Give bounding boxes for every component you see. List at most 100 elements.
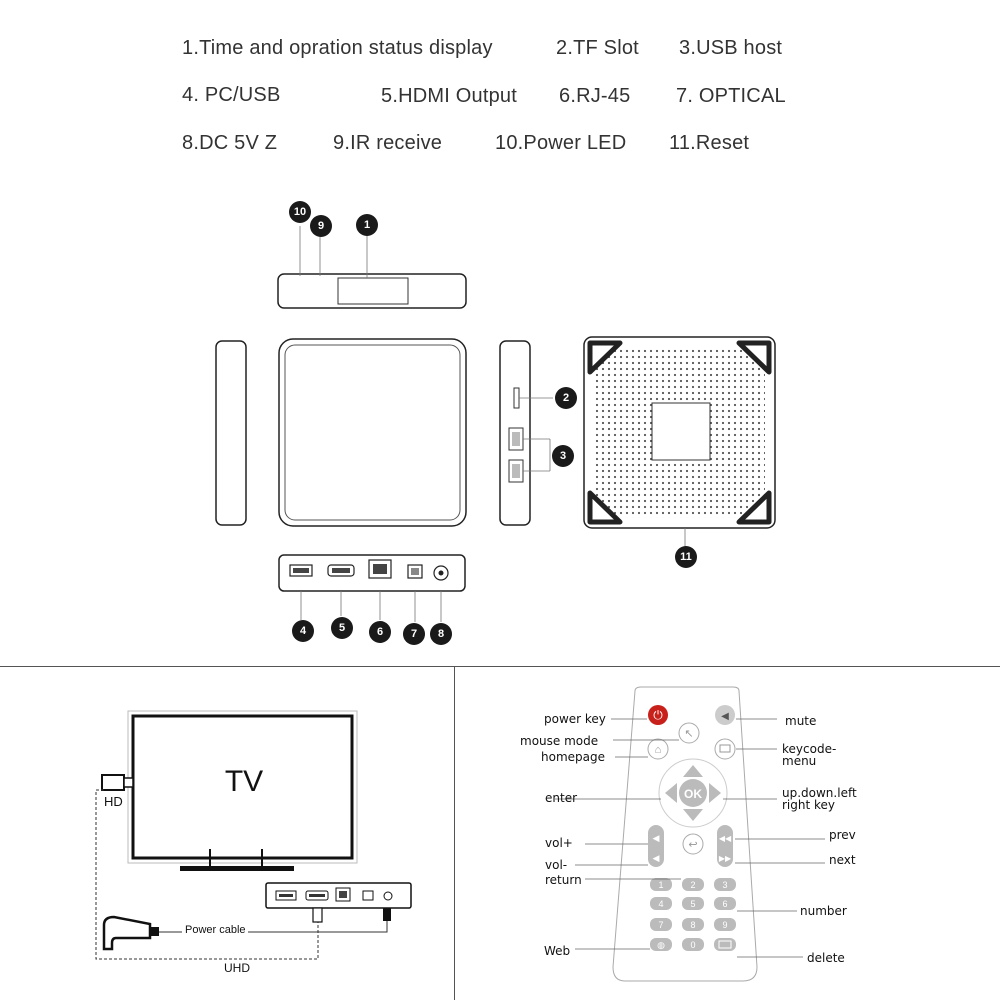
legend-item-2: 2.TF Slot: [556, 37, 639, 59]
svg-text:8: 8: [438, 628, 444, 640]
power-key-button[interactable]: [648, 705, 668, 725]
volume-rocker[interactable]: [648, 825, 664, 867]
hd-label: HD: [104, 794, 123, 809]
svg-text:4: 4: [658, 899, 663, 909]
label-mouse-mode: mouse mode: [520, 734, 598, 748]
key-9[interactable]: [714, 918, 736, 931]
svg-text:1: 1: [364, 219, 370, 231]
power-icon: ⏻: [653, 708, 663, 722]
arrow-left-button[interactable]: [665, 783, 677, 803]
return-button[interactable]: [682, 833, 704, 855]
keycode-menu-button[interactable]: [714, 738, 736, 760]
key-0[interactable]: [682, 938, 704, 951]
callout-11: 11: [675, 546, 697, 568]
svg-text:11: 11: [680, 551, 692, 563]
vol-up-icon: ◀: [653, 833, 660, 843]
key-8[interactable]: [682, 918, 704, 931]
number-keypad: 1 2 3 4 5 6 7 8 9 ◍ 0: [650, 878, 736, 951]
label-number: number: [800, 904, 847, 918]
label-mute: mute: [785, 714, 816, 728]
legend-item-5: 5.HDMI Output: [381, 85, 517, 107]
prev-next-rocker[interactable]: [717, 825, 733, 867]
callout-2: 2: [555, 387, 577, 409]
tv-label: TV: [225, 765, 263, 798]
key-3[interactable]: [714, 878, 736, 891]
label-prev: prev: [829, 828, 856, 842]
label-next: next: [829, 853, 856, 867]
label-power-key: power key: [544, 712, 606, 726]
tv-box-back: [265, 882, 412, 909]
svg-text:10: 10: [294, 206, 306, 218]
callout-7: 7: [403, 623, 425, 645]
section-divider-horizontal: [0, 666, 1000, 667]
label-enter: enter: [545, 791, 577, 805]
next-icon: ▶▶: [719, 854, 732, 863]
power-cable-label: Power cable: [185, 924, 246, 936]
delete-button[interactable]: [714, 938, 736, 951]
svg-text:3: 3: [722, 880, 727, 890]
callout-5: 5: [331, 617, 353, 639]
ok-label: OK: [684, 787, 702, 801]
key-2[interactable]: [682, 878, 704, 891]
key-1[interactable]: [650, 878, 672, 891]
dpad: OK: [658, 758, 728, 828]
key-7[interactable]: [650, 918, 672, 931]
arrow-down-button[interactable]: [683, 809, 703, 821]
svg-text:7: 7: [658, 920, 663, 930]
callout-6: 6: [369, 621, 391, 643]
menu-icon: [719, 744, 731, 753]
key-6[interactable]: [714, 897, 736, 910]
callout-10: 10: [289, 201, 311, 223]
arrow-up-button[interactable]: [683, 765, 703, 777]
callout-9: 9: [310, 215, 332, 237]
home-icon: ⌂: [655, 744, 662, 756]
label-vol-down: vol-: [545, 858, 567, 872]
vol-down-icon: ◀: [653, 853, 660, 863]
svg-text:8: 8: [690, 920, 695, 930]
svg-text:5: 5: [339, 622, 345, 634]
bottom-view: [583, 336, 776, 548]
legend-item-9: 9.IR receive: [333, 132, 443, 154]
callout-8: 8: [430, 623, 452, 645]
hdmi-plug: [101, 774, 134, 791]
svg-text:2: 2: [690, 880, 695, 890]
svg-text:5: 5: [690, 899, 695, 909]
front-view: [277, 226, 467, 309]
left-side-view: [215, 340, 247, 526]
mouse-mode-button[interactable]: [678, 722, 700, 744]
remote-diagram: ⏻ ↖ ◀ ⌂ OK ◀ ◀ ↩ ◀◀ ▶▶ 1 2 3 4 5 6 7: [520, 686, 857, 982]
uhd-label: UHD: [224, 961, 250, 975]
svg-text:6: 6: [377, 626, 383, 638]
section-divider-vertical: [454, 666, 455, 1000]
ok-button[interactable]: [679, 779, 707, 807]
svg-text:7: 7: [411, 628, 417, 640]
device-views-diagram: 10 9 1 2 3 11 4 5 6 7 8: [215, 201, 776, 645]
label-keycode: keycode-: [782, 742, 836, 756]
svg-text:4: 4: [300, 625, 307, 637]
web-button[interactable]: [650, 938, 672, 951]
callout-3: 3: [552, 445, 574, 467]
mute-button[interactable]: [715, 705, 735, 725]
label-homepage: homepage: [541, 750, 605, 764]
svg-text:1: 1: [658, 880, 663, 890]
label-rightkey: right key: [782, 798, 835, 812]
homepage-button[interactable]: [647, 738, 669, 760]
tv-connection-diagram: TV HD Power cable UHD: [95, 710, 412, 975]
svg-text:9: 9: [318, 220, 324, 232]
svg-text:2: 2: [563, 392, 569, 404]
prev-icon: ◀◀: [719, 834, 732, 843]
callout-4: 4: [292, 620, 314, 642]
legend-item-7: 7. OPTICAL: [676, 85, 786, 107]
globe-icon: ◍: [657, 940, 665, 950]
key-4[interactable]: [650, 897, 672, 910]
delete-icon: [718, 940, 732, 949]
label-menu: menu: [782, 754, 816, 768]
cursor-icon: ↖: [684, 728, 693, 740]
svg-text:6: 6: [722, 899, 727, 909]
arrow-right-button[interactable]: [709, 783, 721, 803]
label-updown: up.down.left: [782, 786, 857, 800]
right-side-view: [499, 340, 553, 526]
mute-icon: ◀: [721, 711, 729, 722]
key-5[interactable]: [682, 897, 704, 910]
legend-item-3: 3.USB host: [679, 37, 783, 59]
